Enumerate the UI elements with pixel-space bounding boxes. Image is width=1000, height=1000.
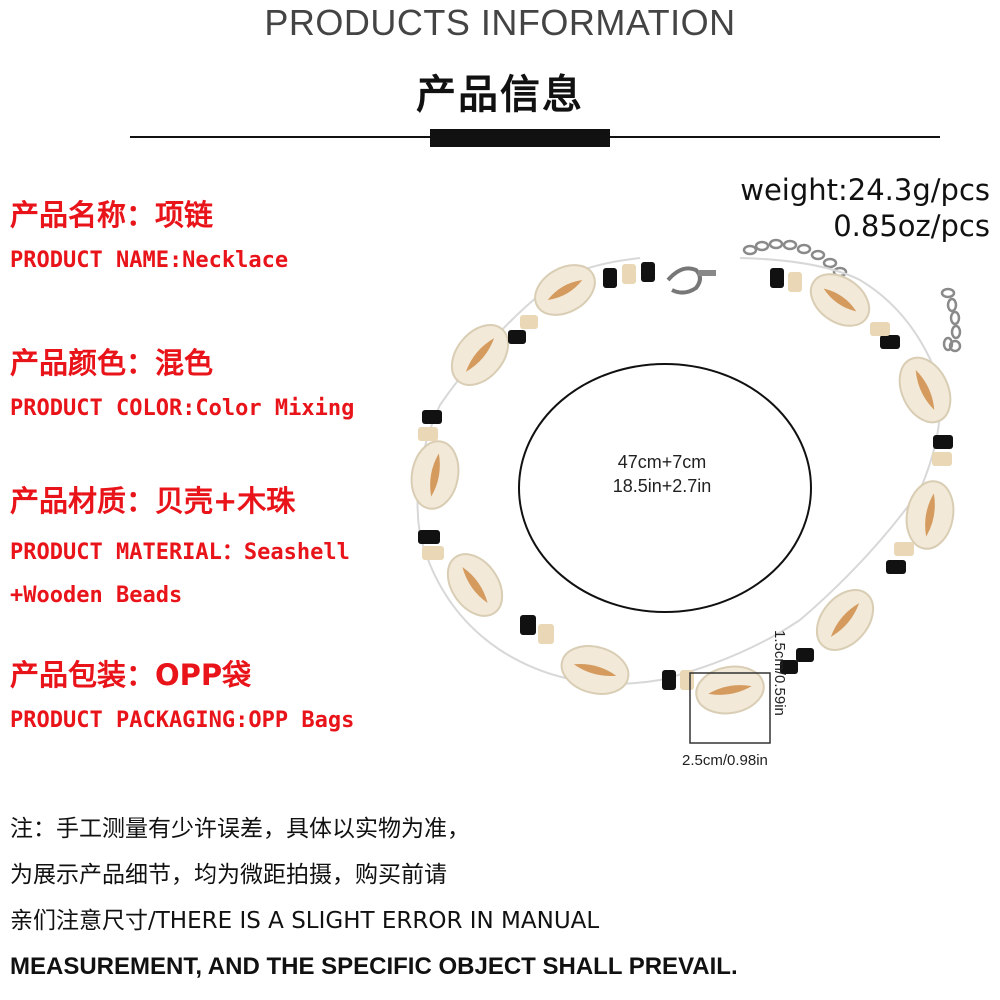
- page-title-cn: 产品信息: [416, 72, 584, 118]
- seashell: [410, 440, 460, 510]
- seashell: [560, 645, 630, 695]
- product-color-cn: 产品颜色：混色: [10, 346, 214, 380]
- seashell: [446, 553, 504, 617]
- disclaimer-note: 注：手工测量有少许误差，具体以实物为准， 为展示产品细节，均为微距拍摄，购买前请…: [10, 806, 770, 990]
- weight-ounces: 0.85oz/pcs: [833, 209, 990, 243]
- seashell: [905, 480, 955, 550]
- length-cm: 47cm+7cm: [618, 452, 707, 472]
- shell-height: 1.5cm/0.59in: [771, 630, 788, 716]
- extender-chain: [742, 238, 962, 353]
- weight-info: weight:24.3g/pcs 0.85oz/pcs: [740, 172, 990, 244]
- wooden-beads: [418, 262, 953, 690]
- product-material-cn: 产品材质：贝壳+木珠: [10, 484, 296, 518]
- seashell: [815, 589, 875, 651]
- product-material-en-line2: +Wooden Beads: [10, 583, 183, 608]
- length-in: 18.5in+2.7in: [613, 476, 712, 496]
- note-line-2: 为展示产品细节，均为微距拍摄，购买前请: [10, 862, 447, 888]
- seashell: [809, 273, 871, 327]
- product-name-cn: 产品名称：项链: [10, 198, 214, 232]
- seashell: [450, 324, 510, 386]
- product-packaging-cn: 产品包装：OPP袋: [10, 658, 252, 692]
- product-name-en: PRODUCT NAME:Necklace: [10, 248, 289, 273]
- product-color-en: PRODUCT COLOR:Color Mixing: [10, 396, 355, 421]
- note-line-1: 注：手工测量有少许误差，具体以实物为准，: [10, 816, 470, 842]
- note-line-4: MEASUREMENT, AND THE SPECIFIC OBJECT SHA…: [10, 953, 738, 980]
- note-line-3: 亲们注意尺寸/THERE IS A SLIGHT ERROR IN MANUAL: [10, 908, 600, 934]
- seashell: [534, 264, 596, 316]
- shell-width: 2.5cm/0.98in: [682, 752, 768, 769]
- weight-grams: weight:24.3g/pcs: [740, 173, 990, 207]
- page-title-en: PRODUCTS INFORMATION: [264, 2, 736, 43]
- necklace-image: 47cm+7cm 18.5in+2.7in 1.5cm/0.59in 2.5cm…: [410, 238, 962, 769]
- product-material-en-line1: PRODUCT MATERIAL：Seashell: [10, 540, 350, 565]
- shell-size-box: [689, 672, 771, 744]
- header-divider-bar: [430, 129, 610, 147]
- seashell: [695, 665, 765, 715]
- length-circle: [518, 363, 812, 613]
- clasp-icon: [666, 266, 716, 295]
- seashell: [898, 356, 952, 424]
- product-packaging-en: PRODUCT PACKAGING:OPP Bags: [10, 708, 355, 733]
